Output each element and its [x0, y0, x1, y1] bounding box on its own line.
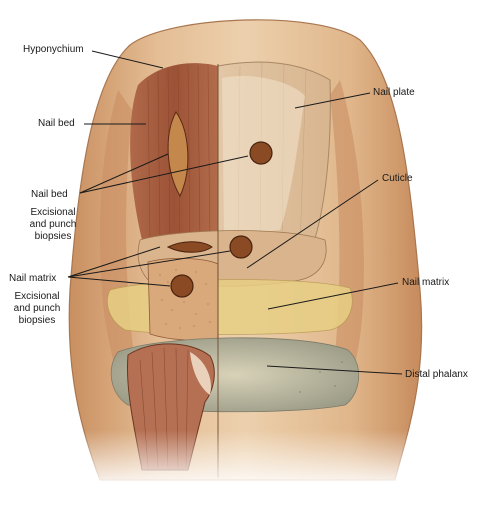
- leader-nail-bed-excisional: [79, 153, 169, 194]
- label-excisional-1: Excisional: [30, 207, 76, 218]
- leader-lines: [67, 50, 403, 375]
- label-distal-phalanx: Distal phalanx: [405, 369, 468, 380]
- leader-nail-matrix-excisional: [67, 246, 161, 278]
- punch-biopsy-cuticle: [229, 235, 253, 259]
- label-nail-bed-biopsy: Nail bed: [31, 189, 68, 200]
- leader-hyponychium: [91, 50, 164, 69]
- label-biopsies-1: biopsies: [34, 231, 72, 242]
- label-nail-plate: Nail plate: [373, 87, 415, 98]
- leader-nail-matrix-right: [267, 282, 399, 310]
- leader-nail-plate: [294, 92, 371, 109]
- label-nail-matrix-right: Nail matrix: [402, 277, 450, 288]
- label-cuticle: Cuticle: [382, 173, 413, 184]
- leader-nail-bed-punch: [79, 155, 249, 194]
- label-and-punch-2: and punch: [13, 303, 61, 314]
- label-nail-bed-top: Nail bed: [38, 118, 75, 129]
- label-excisional-2: Excisional: [14, 291, 60, 302]
- leader-nail-matrix-punch-cuticle: [67, 250, 231, 278]
- leader-distal-phalanx: [266, 365, 403, 375]
- punch-biopsy-nail-bed: [249, 141, 273, 165]
- label-biopsies-2: biopsies: [18, 315, 56, 326]
- excisional-biopsy-nail-bed: [167, 111, 189, 198]
- excisional-biopsy-matrix: [166, 241, 213, 253]
- leader-cuticle: [246, 179, 379, 269]
- nail-matrix-region: [107, 279, 353, 335]
- label-and-punch-1: and punch: [29, 219, 77, 230]
- label-nail-matrix-left: Nail matrix: [9, 273, 57, 284]
- matrix-flap: [147, 257, 219, 341]
- label-hyponychium: Hyponychium: [23, 44, 84, 55]
- leader-nail-matrix-punch: [67, 276, 171, 287]
- punch-biopsy-matrix: [170, 274, 194, 298]
